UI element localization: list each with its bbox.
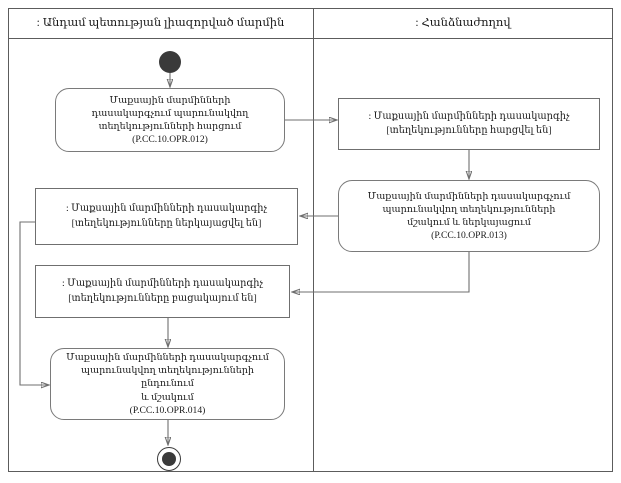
object-presented-line2: [տեղեկությունները ներկայացվել են] (71, 217, 262, 229)
object-presented-line1: : Մաքսային մարմինների դասակարգիչ (65, 203, 268, 215)
swimlane-divider (313, 8, 314, 472)
swimlane-header-member-state: : Անդամ պետության լիազորված մարմին (36, 17, 285, 29)
action012-line1: Մաքսային մարմինների (109, 94, 231, 106)
object-requested-line1: : Մաքսային մարմինների դասակարգիչ (368, 110, 570, 122)
object-absent-line1: : Մաքսային մարմինների դասակարգիչ (61, 278, 264, 290)
action013-line3: մշակում և ներկայացում (407, 217, 531, 228)
object-node-classifier-presented[interactable]: : Մաքսային մարմինների դասակարգիչ [տեղեկո… (35, 188, 298, 245)
action014-line3: և մշակում (141, 391, 194, 403)
action014-line1: Մաքսային մարմինների դասակարգչում (66, 351, 269, 363)
action013-line1: Մաքսային մարմինների դասակարգչում (367, 190, 571, 202)
object-requested-line2: [տեղեկությունները հարցվել են] (386, 125, 552, 136)
object-node-classifier-requested[interactable]: : Մաքսային մարմինների դասակարգիչ [տեղեկո… (338, 98, 600, 150)
initial-node (159, 51, 181, 73)
action-node-process-and-submit[interactable]: Մաքսային մարմինների դասակարգչում պարունա… (338, 180, 600, 252)
action013-code: (P.CC.10.OPR.013) (431, 230, 507, 242)
action012-line2: դասակարգչում պարունակվող (91, 107, 249, 119)
action014-line2: պարունակվող տեղեկությունների ընդունում (80, 365, 254, 390)
object-absent-line2: [տեղեկությունները բացակայում են] (68, 292, 257, 304)
action-node-request-information[interactable]: Մաքսային մարմինների դասակարգչում պարունա… (55, 88, 285, 152)
final-node (157, 447, 181, 471)
action012-code: (P.CC.10.OPR.012) (132, 134, 208, 146)
action012-line3: տեղեկությունների հարցում (98, 121, 242, 132)
action014-code: (P.CC.10.OPR.014) (129, 404, 206, 416)
swimlane-header-commission: : Հանձնաժողով (415, 17, 511, 29)
action013-line2: պարունակվող տեղեկությունների (382, 203, 556, 215)
action-node-receive-and-process[interactable]: Մաքսային մարմինների դասակարգչում պարունա… (50, 348, 285, 420)
object-node-classifier-absent[interactable]: : Մաքսային մարմինների դասակարգիչ [տեղեկո… (35, 265, 290, 318)
lane-header-rule (8, 38, 613, 39)
